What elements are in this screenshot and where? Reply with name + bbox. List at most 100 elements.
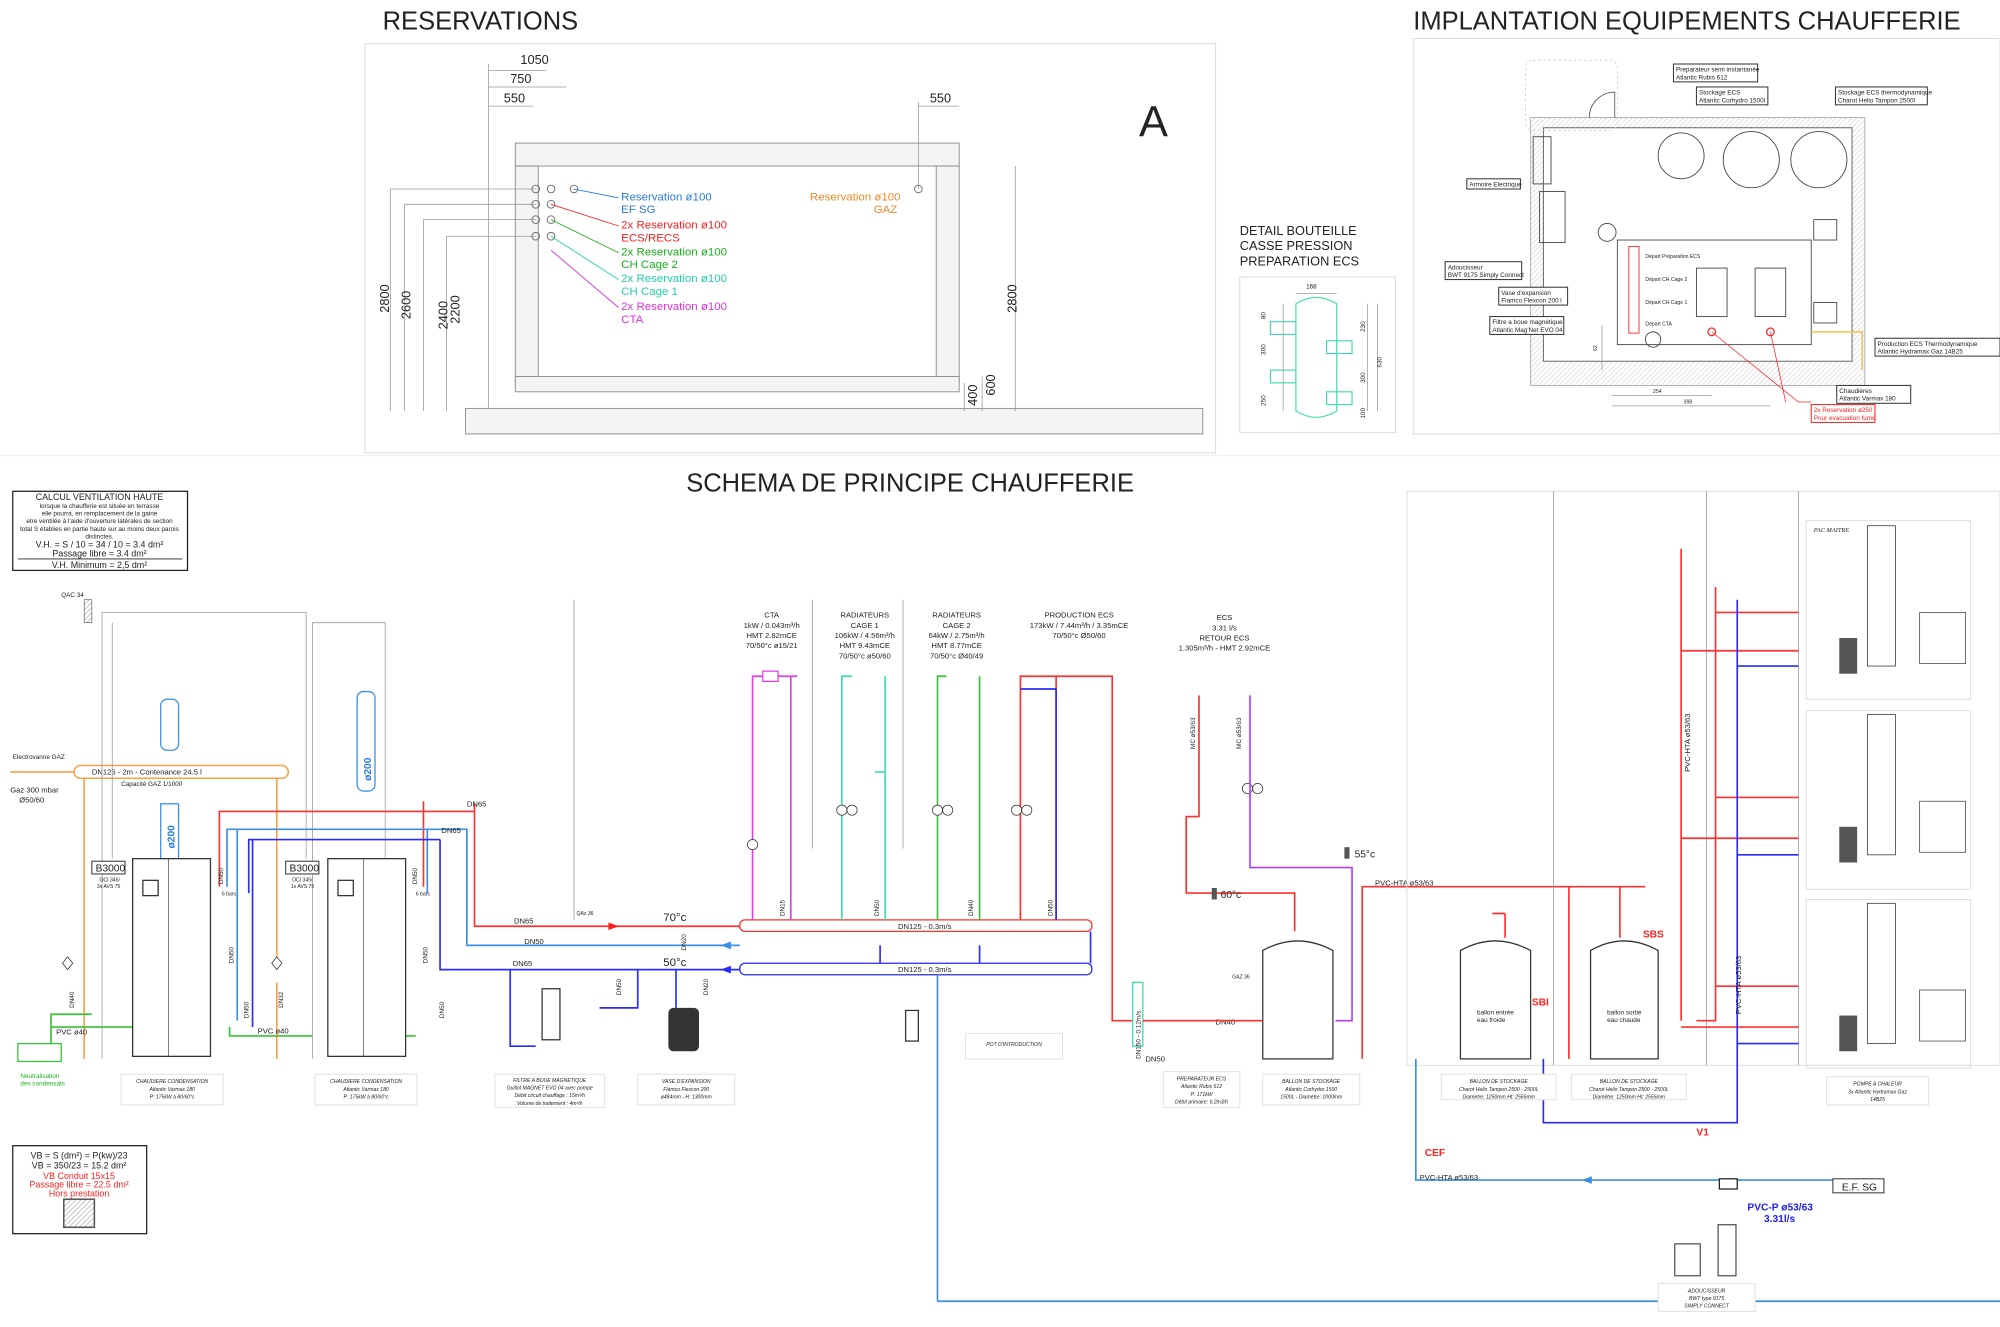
flue-terminal-1 (160, 698, 180, 751)
caption-filter-4: Volume de traitement : 4m³/h (517, 1101, 583, 1107)
flue-leader (1711, 331, 1812, 403)
caption-storage3: BALLON DE STOCKAGE (1600, 1079, 1659, 1085)
storage-tank-in (1459, 940, 1532, 1060)
cage1-temp: 70/50°c ø50/60 (839, 651, 891, 660)
dn65-label-4: DN65 (513, 959, 533, 968)
ecs-dn50: DN50 (1047, 899, 1054, 916)
b3000-sub-1: OCI 345/ (99, 878, 120, 884)
dn40-ecs: DN40 (1216, 1017, 1236, 1026)
legend-ecs: 2x Reservation ø100 (621, 220, 727, 232)
caption-boiler2: CHAUDIERE CONDENSATION (330, 1079, 402, 1085)
dim-550: 550 (504, 90, 525, 105)
cta-coil-icon (762, 670, 779, 682)
caption-preparer-3: P: 171kW (1190, 1092, 1213, 1098)
cef-label: CEF (1425, 1148, 1445, 1159)
sbi-label: SBI (1532, 997, 1549, 1008)
dn50-filter: DN50 (616, 978, 623, 995)
dim-254: 254 (1653, 389, 1662, 395)
flow-arrow-return-low (720, 965, 731, 974)
caption-storage1: BALLON DE STOCKAGE (1282, 1079, 1341, 1085)
vb-line2: VB = 350/23 = 15.2 dm² (32, 1161, 127, 1171)
pvc40-label-1: PVC ø40 (56, 1028, 87, 1037)
storage-tank-out (1589, 940, 1659, 1060)
cage1-sub: CAGE 1 (851, 621, 879, 630)
pac-hot-pipes (1680, 548, 1799, 1028)
dim-300: 300 (1260, 344, 1267, 355)
caption-filter: FILTRE A BOUE MAGNETIQUE (513, 1078, 587, 1084)
reservations-title: RESERVATIONS (383, 8, 579, 36)
return-low-pipe (247, 838, 740, 1028)
reservation-legend: Reservation ø100 EF SG 2x Reservation ø1… (621, 191, 900, 325)
caption-boiler2-2: Atlantic Varmax 180 (342, 1087, 389, 1093)
wall-left (514, 165, 539, 384)
boiler2-dn50-ret2: DN50 (439, 1001, 446, 1018)
callout-filtre-sub: Atlantic Mag'Net EVO 04 (1492, 327, 1563, 334)
caption-pac: POMPE A CHALEUR (1853, 1082, 1902, 1088)
conduit-icon (63, 1198, 96, 1229)
b3000-box-1 (91, 860, 126, 875)
dim-2800-right: 2800 (1005, 284, 1020, 312)
depart-cta: Départ CTA (1645, 321, 1672, 327)
gas-diameter: Ø50/60 (19, 796, 44, 805)
dim-2200: 2200 (448, 295, 463, 323)
ecs-supply-pipe (1185, 695, 1296, 932)
recs-title: RETOUR ECS (1200, 634, 1250, 643)
cage1-hmt: HMT 9.43mCE (840, 641, 890, 650)
boiler1-dn50-ret: DN50 (228, 947, 235, 964)
boiler2-dn50: DN50 (412, 867, 419, 884)
dim-2400: 2400 (436, 301, 451, 329)
caption-boiler1-3: P: 175kW à 80/60°c (150, 1094, 196, 1100)
boiler-2-display-icon (337, 879, 354, 897)
legend-ecs-sub: ECS/RECS (621, 232, 680, 244)
ballon-in-label: ballon entrée (1477, 1009, 1514, 1016)
vb-passage: Passage libre = 22.5 dm² (29, 1180, 128, 1190)
dim-168: 168 (1306, 283, 1317, 290)
ballon-out-label-2: eau chaude (1607, 1017, 1641, 1024)
caption-storage2: BALLON DE STOCKAGE (1470, 1079, 1529, 1085)
bypass-pipes (879, 931, 1092, 964)
callout-reservation: 2x Reservation ø250 (1814, 407, 1873, 414)
dim-2800: 2800 (377, 284, 392, 312)
efsg-label: E.F. SG (1842, 1182, 1877, 1193)
dimension-lines (389, 64, 1016, 411)
qac-label: QAC 34 (61, 592, 84, 599)
caption-storage3-3: Diamètre: 1250mm Ht: 2565mm (1593, 1094, 1665, 1100)
legend-cta: 2x Reservation ø100 (621, 301, 727, 313)
legend-cage1-sub: CH Cage 1 (621, 286, 678, 298)
flow-label: 3.31l/s (1764, 1214, 1795, 1225)
ventilation-note-1: lorsque la chaufferie est située en terr… (40, 503, 160, 510)
dim-550-right: 550 (930, 90, 951, 105)
flue-lines (101, 612, 386, 1059)
dn65-label-3: DN65 (514, 917, 534, 926)
efsg-box (1832, 1178, 1885, 1194)
recs-pipe (1249, 695, 1353, 1022)
reservations-section: RESERVATIONS 1050 750 550 550 2800 2600 … (364, 8, 1217, 454)
pac-area-frame (1406, 490, 2000, 1066)
ventilation-note-5: distinctes. (85, 534, 114, 541)
caption-preparer-4: Débit primaire: 6.2m3/h (1175, 1100, 1228, 1106)
gas-circuit: QAC 34 Electrovanne GAZ Gaz 300 mbar Ø50… (10, 592, 290, 1059)
dim-1050: 1050 (520, 52, 548, 67)
circuit-headers: CTA 1kW / 0.043m³/h HMT 2.82mCE 70/50°c … (744, 611, 1271, 661)
legend-gaz-sub: GAZ (874, 204, 898, 216)
dim-398: 398 (1684, 399, 1693, 405)
ecs-prod-return (1020, 688, 1057, 920)
door-swing (1588, 91, 1616, 118)
pipe-labels: DN65 DN65 DN65 DN50 DN65 QAz 36 DN50 DN5… (218, 799, 710, 1018)
depart-cage2: Départ CH Cage 2 (1645, 277, 1687, 283)
vb-conduit: VB Conduit 15x15 (43, 1171, 115, 1181)
callout-preparateur: Preparateur semi instantanée (1676, 67, 1760, 74)
ecs-prod-temp: 70/50°c Ø50/60 (1052, 631, 1105, 640)
depart-ecs: Départ Préparation ECS (1645, 254, 1701, 260)
callout-filtre: Filtre a boue magnétique (1492, 319, 1563, 326)
ventilation-note-3: etre ventilée à l'aide d'ouverture latér… (26, 518, 173, 525)
ecs-prod-power: 173kW / 7.44m³/h / 3.35mCE (1030, 621, 1129, 630)
b3000-label-2: B3000 (290, 863, 320, 874)
hot-supply-pipe (218, 801, 740, 928)
temp-55: 55°c (1355, 849, 1376, 860)
brine-tank-icon (1674, 1243, 1701, 1277)
gas-pressure: Gaz 300 mbar (10, 785, 59, 794)
ballon-out-label: ballon sortie (1607, 1009, 1642, 1016)
pvc-hta-vertical-1: PVC-HTA ø53/63 (1683, 713, 1692, 771)
